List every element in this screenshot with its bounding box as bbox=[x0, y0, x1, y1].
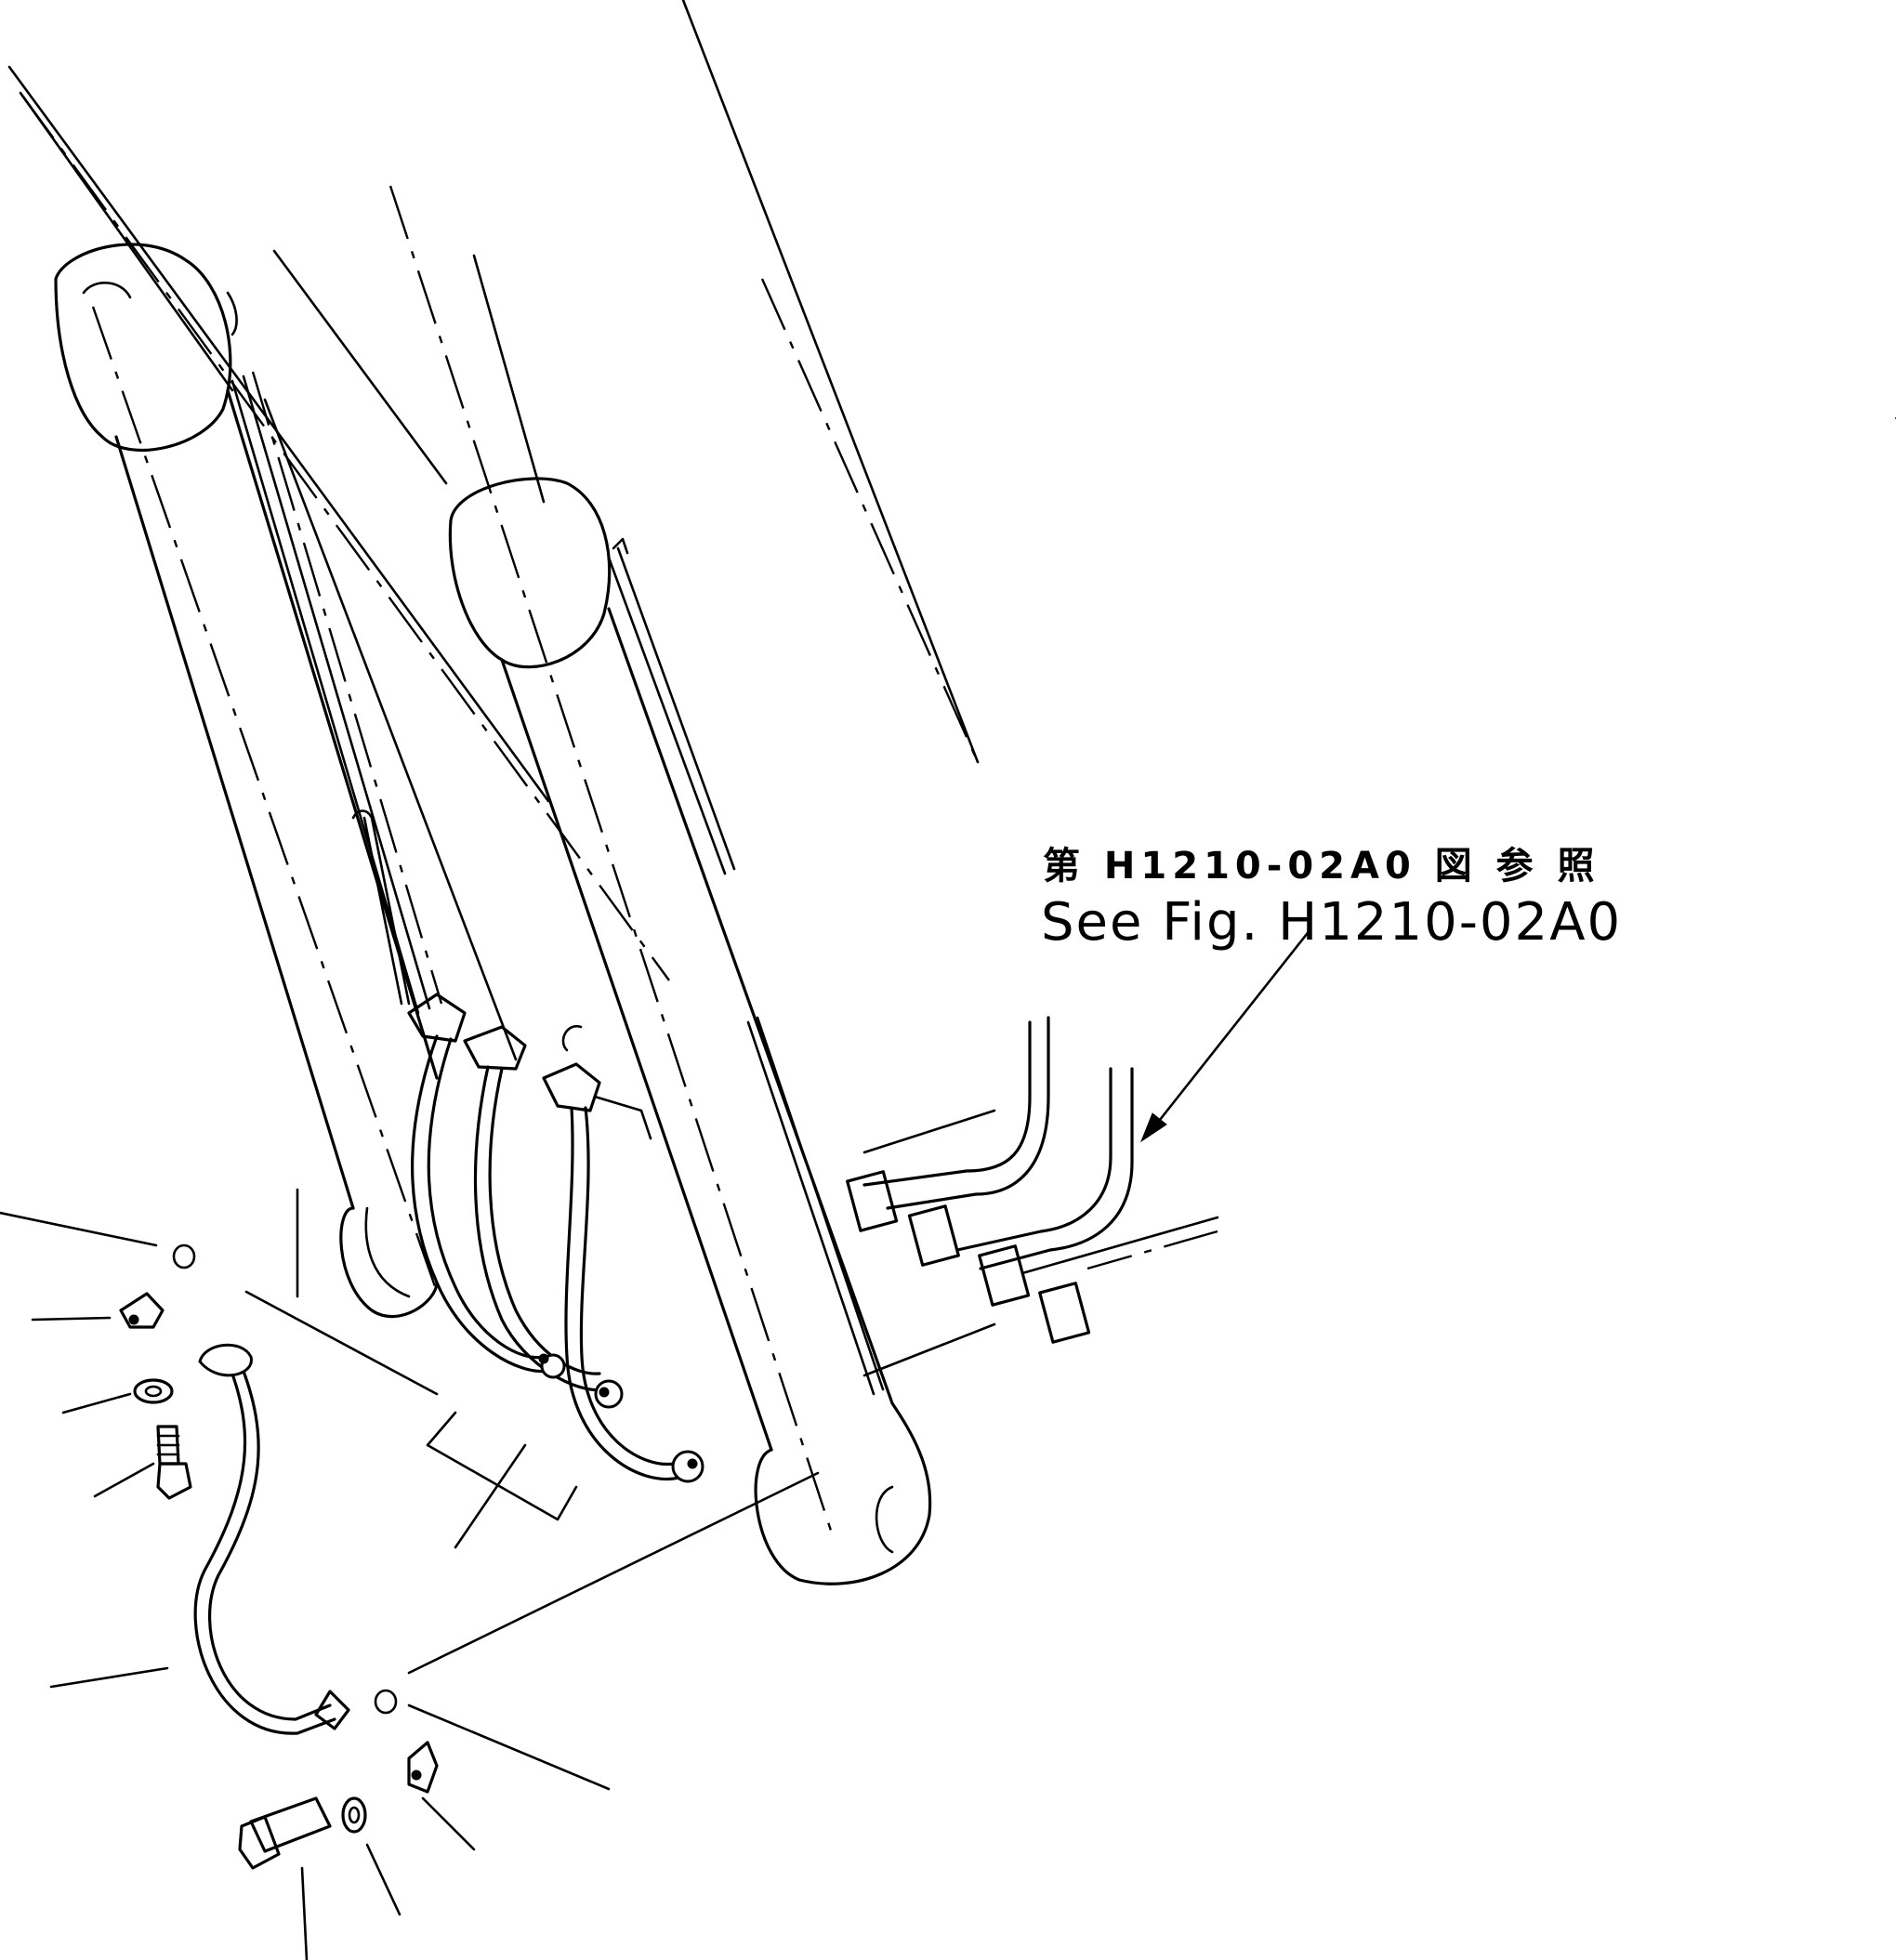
o-ring bbox=[174, 1245, 396, 1713]
right-boom-cylinder bbox=[390, 186, 930, 1584]
reference-label-english: See Fig. H1210-02A0 bbox=[1041, 892, 1623, 953]
frame-lines bbox=[9, 0, 978, 980]
reference-leader bbox=[1141, 929, 1310, 1141]
hose-assembly bbox=[413, 1036, 703, 1481]
hose-detail bbox=[195, 1345, 349, 1733]
base-lines bbox=[246, 1190, 818, 1673]
hydraulic-tube bbox=[232, 372, 516, 1059]
bolt bbox=[158, 1427, 330, 1868]
split-flange-detail bbox=[121, 1294, 437, 1792]
part-leader-lines bbox=[0, 1213, 609, 1960]
tube-bundle-right bbox=[848, 1018, 1218, 1375]
left-boom-cylinder bbox=[56, 244, 437, 1317]
washer bbox=[135, 1380, 365, 1832]
reference-label-japanese: 第 H1210-02A0 図 参 照 bbox=[1043, 845, 1600, 888]
split-flange bbox=[409, 994, 651, 1138]
